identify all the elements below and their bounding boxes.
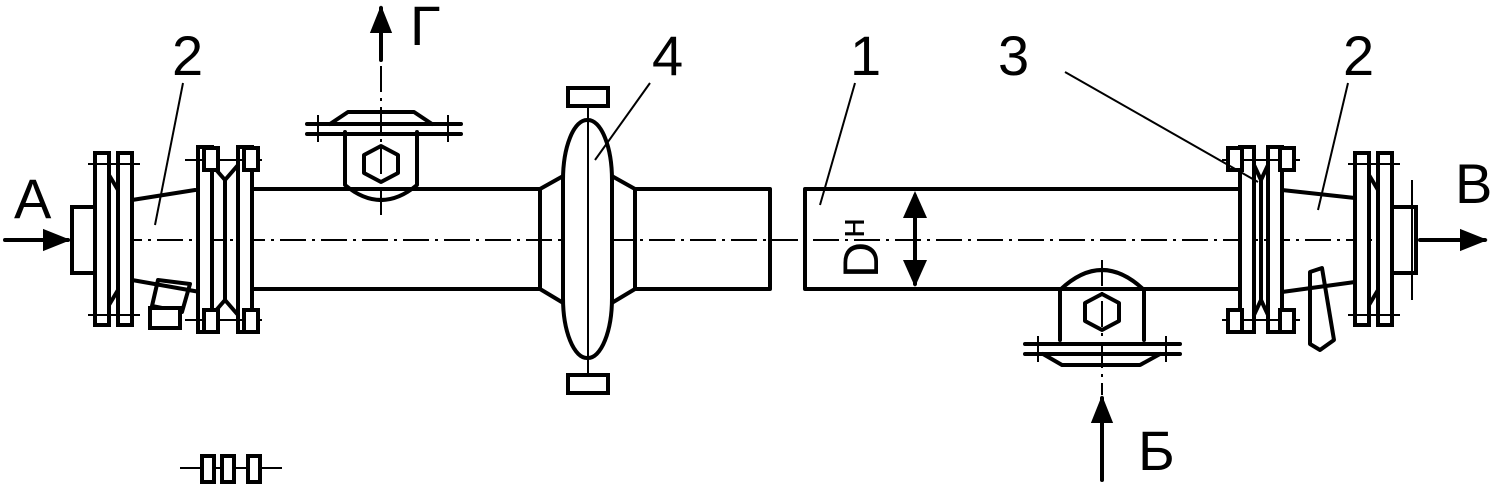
- right-pipe: [803, 187, 1242, 291]
- left-inner-nut-br: [242, 308, 260, 334]
- branch-b-nut: [1083, 292, 1121, 332]
- union-bolt-head-bottom: [566, 373, 610, 395]
- label-part-2-right: 2: [1343, 24, 1374, 87]
- label-part-2-left: 2: [172, 24, 203, 87]
- left-inner-flange-2: [236, 145, 254, 334]
- leader-4: [594, 82, 651, 161]
- leader-2-left: [154, 82, 184, 226]
- right-outer-gasket: [1367, 173, 1380, 307]
- right-inner-nut-br: [1278, 308, 1296, 334]
- branch-b-plate: [1023, 342, 1182, 367]
- leader-1: [819, 82, 856, 206]
- left-inner-nut-tl: [202, 146, 220, 172]
- right-inner-nut-tr: [1278, 146, 1296, 172]
- right-outer-flange: [1353, 151, 1371, 327]
- right-inner-gasket: [1252, 163, 1270, 317]
- leader-2-right: [1317, 82, 1349, 211]
- label-part-3: 3: [998, 24, 1029, 87]
- branch-g-boss: [343, 130, 419, 202]
- diameter-dim-arrow-bottom: [903, 260, 927, 287]
- left-outer-flange: [93, 151, 111, 327]
- left-inner-nut-tr: [242, 146, 260, 172]
- detail-symbol-flange-3: [246, 454, 262, 484]
- left-outer-gasket: [107, 173, 120, 307]
- label-part-1: 1: [850, 24, 881, 87]
- center-pipe-stub: [633, 187, 772, 291]
- label-outlet-v: В: [1455, 152, 1492, 215]
- label-branch-b: Б: [1138, 419, 1175, 482]
- label-inlet-a: А: [14, 167, 52, 230]
- branch-b-boss: [1058, 268, 1146, 342]
- diameter-subscript: н: [831, 218, 872, 238]
- leader-3: [1064, 71, 1259, 183]
- right-inner-flange: [1238, 145, 1256, 334]
- label-branch-g: Г: [410, 0, 440, 57]
- diameter-dim-arrow-top: [903, 191, 927, 218]
- left-drain-valve-cap: [148, 306, 182, 330]
- diameter-label: Dн: [831, 218, 889, 278]
- left-outer-flange-2: [116, 151, 134, 327]
- left-inner-flange: [196, 145, 214, 334]
- left-inner-nut-bl: [202, 308, 220, 334]
- branch-g-nut: [362, 144, 400, 184]
- detail-symbol-flange-1: [200, 454, 216, 484]
- union-bolt-head-top: [566, 86, 610, 108]
- right-transition-piece: [1280, 188, 1357, 294]
- branch-g-plate: [305, 110, 463, 136]
- detail-symbol-flange-2: [220, 454, 236, 484]
- label-part-4: 4: [652, 24, 683, 87]
- right-inner-flange-2: [1266, 145, 1284, 334]
- right-inner-nut-bl: [1226, 308, 1244, 334]
- right-outer-flange-2: [1376, 151, 1394, 327]
- right-drain-valve: [1308, 266, 1336, 352]
